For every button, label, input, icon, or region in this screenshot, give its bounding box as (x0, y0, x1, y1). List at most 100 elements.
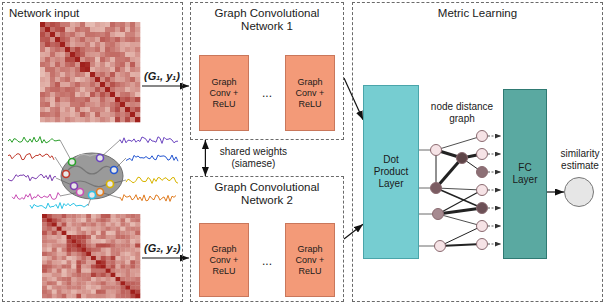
matrix-cell (55, 37, 60, 42)
input-pair-label: (G₂, y₂) (143, 242, 182, 255)
graph-output-arrow (488, 154, 501, 155)
matrix-cell (65, 57, 70, 62)
matrix-cell (67, 235, 72, 240)
matrix-cell (105, 32, 110, 37)
matrix-cell (47, 290, 52, 295)
output-label: similarity estimate (555, 148, 605, 172)
brain-shape (61, 153, 123, 199)
dot-product-layer: Dot Product Layer (363, 85, 419, 259)
matrix-cell (125, 77, 130, 82)
matrix-cell (96, 256, 101, 261)
matrix-cell (120, 269, 125, 274)
matrix-cell (125, 214, 130, 219)
matrix-cell (67, 227, 72, 232)
matrix-cell (80, 77, 85, 82)
matrix-cell (96, 290, 101, 295)
matrix-cell (90, 117, 95, 122)
matrix-cell (47, 281, 52, 286)
matrix-cell (57, 227, 62, 232)
matrix-cell (135, 87, 140, 92)
matrix-cell (95, 82, 100, 87)
matrix-cell (130, 214, 135, 219)
matrix-cell (76, 214, 81, 219)
matrix-cell (91, 214, 96, 219)
matrix-cell (120, 67, 125, 72)
matrix-cell (85, 27, 90, 32)
matrix-cell (100, 57, 105, 62)
matrix-cell (40, 27, 45, 32)
matrix-cell (60, 72, 65, 77)
matrix-cell (85, 117, 90, 122)
label-holder: ... (249, 83, 285, 101)
matrix-cell (52, 290, 57, 295)
matrix-cell (50, 107, 55, 112)
matrix-cell (130, 290, 135, 295)
graph-output-arrow (488, 226, 501, 227)
matrix-cell (130, 47, 135, 52)
brain-region (77, 189, 84, 196)
matrix-cell (135, 281, 140, 286)
label-holder: (G₂, y₂) (143, 238, 182, 256)
matrix-cell (70, 77, 75, 82)
matrix-cell (130, 252, 135, 256)
layer-label: FC Layer (507, 162, 543, 186)
time-series (120, 137, 178, 144)
matrix-cell (115, 62, 120, 67)
matrix-cell (130, 97, 135, 102)
matrix-cell (91, 243, 96, 248)
matrix-cell (115, 67, 120, 72)
matrix-cell (70, 112, 75, 117)
matrix-cell (130, 77, 135, 82)
matrix-cell (40, 32, 45, 37)
connector (344, 224, 363, 239)
matrix-cell (71, 294, 76, 299)
matrix-cell (80, 57, 85, 62)
matrix-cell (71, 222, 76, 227)
matrix-cell (67, 248, 72, 253)
matrix-cell (135, 260, 140, 265)
matrix-cell (47, 218, 52, 223)
matrix-cell (100, 22, 105, 27)
matrix-cell (95, 62, 100, 67)
matrix-cell (67, 218, 72, 223)
matrix-cell (76, 269, 81, 274)
matrix-cell (47, 264, 52, 269)
matrix-cell (135, 273, 140, 278)
matrix-cell (115, 102, 120, 107)
matrix-cell (120, 32, 125, 37)
matrix-cell (135, 77, 140, 82)
matrix-cell (45, 82, 50, 87)
panel-title: Graph Convolutional Network 2 (191, 177, 343, 211)
matrix-cell (57, 252, 62, 256)
matrix-cell (71, 269, 76, 274)
matrix-cell (95, 107, 100, 112)
matrix-cell (75, 47, 80, 52)
matrix-cell (40, 82, 45, 87)
matrix-cell (125, 243, 130, 248)
matrix-cell (100, 77, 105, 82)
matrix-cell (111, 290, 116, 295)
matrix-cell (100, 82, 105, 87)
matrix-cell (80, 27, 85, 32)
label-holder: node distance graph (427, 101, 497, 126)
matrix-cell (115, 72, 120, 77)
matrix-cell (70, 97, 75, 102)
matrix-cell (50, 117, 55, 122)
matrix-cell (111, 243, 116, 248)
matrix-cell (67, 285, 72, 290)
matrix-cell (101, 218, 106, 223)
matrix-cell (65, 112, 70, 117)
matrix-cell (50, 102, 55, 107)
panel-title: Network input (3, 3, 182, 24)
matrix-cell (80, 87, 85, 92)
matrix-cell (86, 285, 91, 290)
matrix-cell (130, 82, 135, 87)
matrix-cell (120, 285, 125, 290)
matrix-cell (75, 62, 80, 67)
matrix-cell (90, 72, 95, 77)
matrix-cell (95, 72, 100, 77)
matrix-cell (50, 42, 55, 47)
matrix-cell (130, 273, 135, 278)
matrix-cell (57, 256, 62, 261)
matrix-cell (101, 252, 106, 256)
